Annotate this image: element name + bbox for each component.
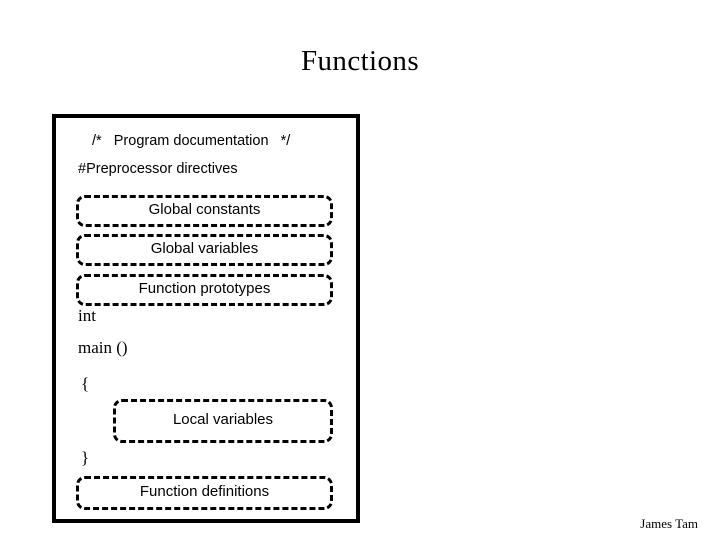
main-close-brace: } xyxy=(81,448,90,467)
main-signature: main () xyxy=(78,338,128,357)
section-label-global-constants: Global constants xyxy=(148,201,261,218)
preprocessor-directives-line: #Preprocessor directives xyxy=(78,161,238,177)
section-function-definitions[interactable]: Function definitions xyxy=(76,476,333,510)
main-open-brace: { xyxy=(81,374,90,393)
section-label-local-variables: Local variables xyxy=(172,411,274,428)
section-label-function-definitions: Function definitions xyxy=(139,483,270,500)
section-global-constants[interactable]: Global constants xyxy=(76,195,333,227)
section-label-function-prototypes: Function prototypes xyxy=(138,280,271,297)
program-structure-box: /* Program documentation */ #Preprocesso… xyxy=(52,114,360,523)
author-credit: James Tam xyxy=(640,516,698,531)
main-return-type: int xyxy=(78,306,96,325)
page-title: Functions xyxy=(301,45,419,77)
section-function-prototypes[interactable]: Function prototypes xyxy=(76,274,333,306)
program-documentation-comment: /* Program documentation */ xyxy=(92,133,291,149)
section-label-global-variables: Global variables xyxy=(150,240,259,257)
section-local-variables[interactable]: Local variables xyxy=(113,399,333,443)
section-global-variables[interactable]: Global variables xyxy=(76,234,333,266)
